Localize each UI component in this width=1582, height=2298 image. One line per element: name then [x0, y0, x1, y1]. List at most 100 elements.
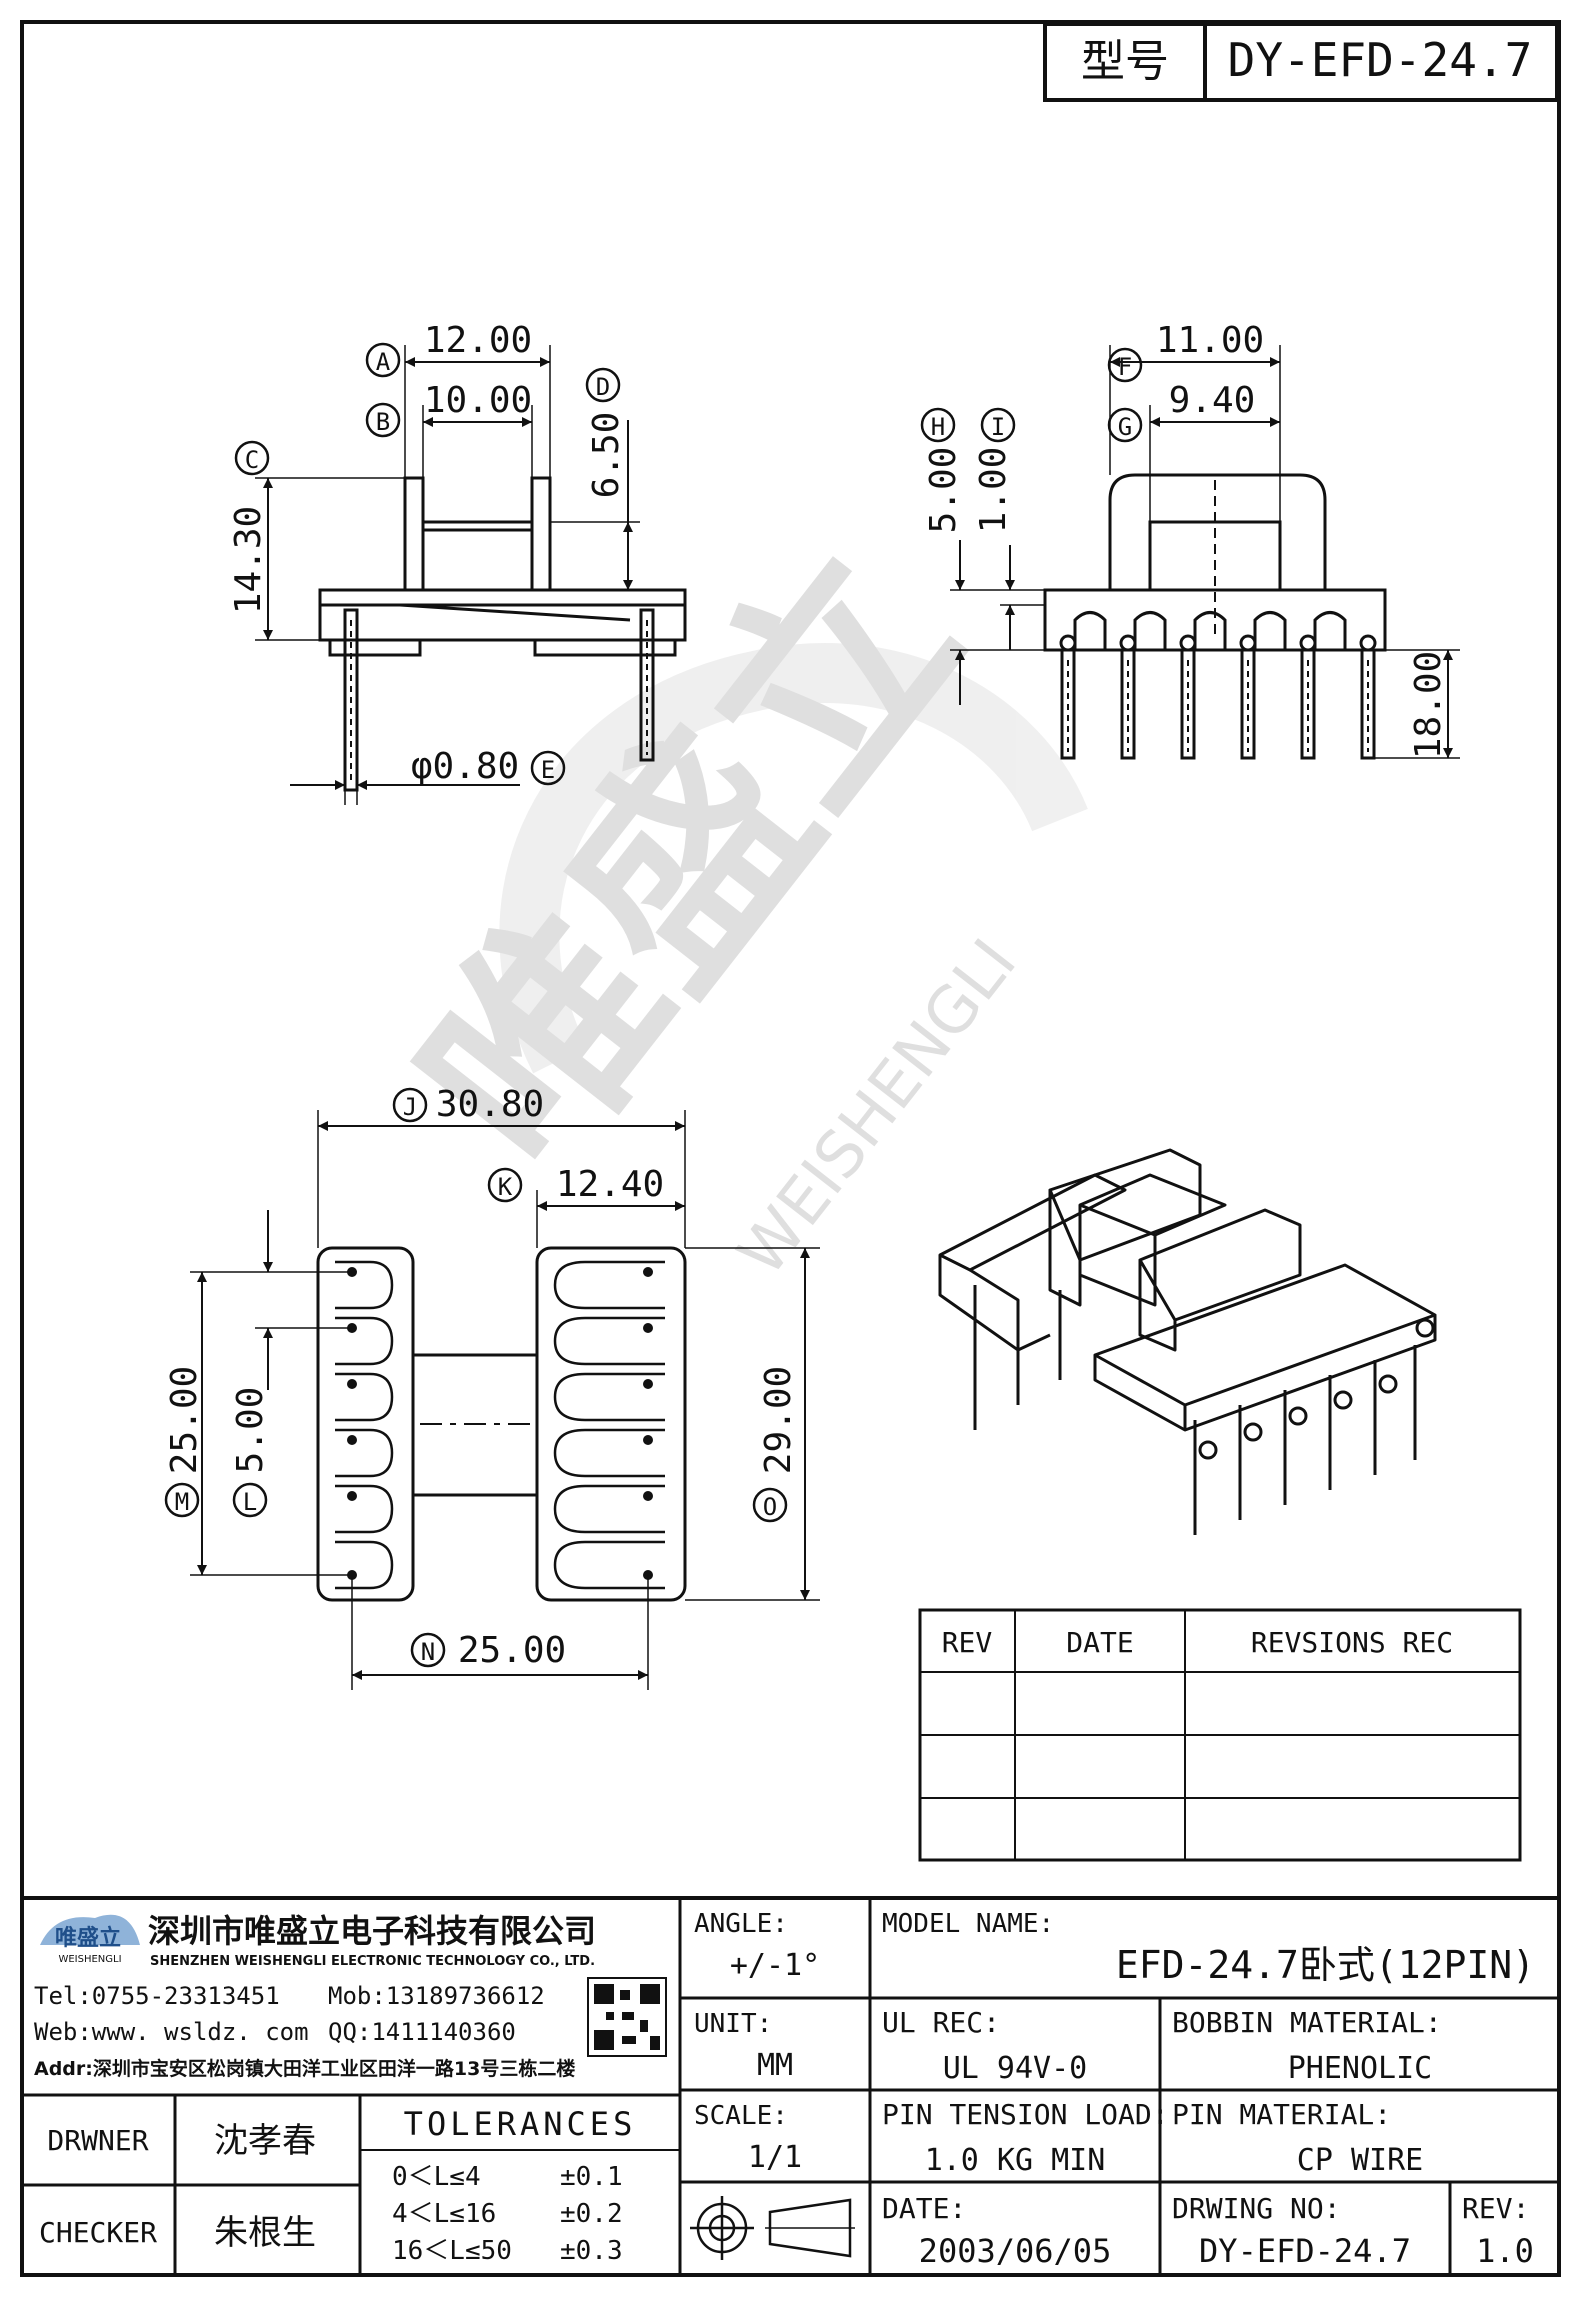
- angle-label: ANGLE:: [694, 1909, 788, 1939]
- tolerance-range-1: 0＜L≤4: [392, 2162, 481, 2192]
- dim-B-value: 10.00: [424, 380, 532, 421]
- pin-material-value: CP WIRE: [1297, 2143, 1423, 2178]
- dim-callout-M: M: [164, 1482, 200, 1518]
- dim-callout-I: I: [980, 407, 1016, 443]
- dim-callout-K: K: [487, 1167, 523, 1203]
- rev-header-rev: REV: [942, 1626, 993, 1659]
- dim-L-value: 5.00: [230, 1387, 271, 1474]
- dim-H-value: 5.00: [923, 447, 964, 534]
- pin-tension-label: PIN TENSION LOAD:: [882, 2098, 1169, 2131]
- side-view-pins: [1059, 634, 1377, 760]
- model-name-label: MODEL NAME:: [882, 1909, 1054, 1939]
- ul-rec-label: UL REC:: [882, 2006, 1000, 2039]
- header-model-box: 型号 DY-EFD-24.7: [1043, 22, 1559, 102]
- dim-callout-A: A: [365, 342, 401, 378]
- front-view-labels: A 12.00 B 10.00 C 14.30 D 6.50 φ0.80 E: [228, 320, 627, 787]
- company-address: Addr:深圳市宝安区松岗镇大田洋工业区田洋一路13号三栋二楼: [34, 2057, 575, 2080]
- svg-text:C: C: [245, 446, 259, 474]
- svg-text:K: K: [498, 1173, 513, 1201]
- isometric-view: [938, 1148, 1437, 1535]
- tolerance-value-1: ±0.1: [560, 2162, 623, 2192]
- tolerance-value-3: ±0.3: [560, 2236, 623, 2266]
- company-block: 唯盛立 WEISHENGLI 深圳市唯盛立电子科技有限公司 SHENZHEN W…: [34, 1912, 667, 2080]
- side-view: [950, 345, 1460, 760]
- sheet-border: [20, 20, 1561, 2277]
- bottom-view-labels: J 30.80 K 12.40 M 25.00 L 5.00 O 29.00 N…: [164, 1084, 799, 1671]
- drawer-label: DRWNER: [47, 2124, 148, 2157]
- drawer-name: 沈孝春: [214, 2121, 316, 2161]
- date-value: 2003/06/05: [919, 2232, 1112, 2270]
- rev-value: 1.0: [1476, 2232, 1534, 2270]
- dim-callout-D: D: [585, 367, 621, 403]
- dim-callout-N: N: [410, 1632, 446, 1668]
- svg-text:D: D: [596, 373, 610, 401]
- dim-callout-E: E: [530, 750, 566, 786]
- signature-block: DRWNER 沈孝春 CHECKER 朱根生: [39, 2121, 316, 2253]
- tolerance-block: TOLERANCES 0＜L≤4 ±0.1 4＜L≤16 ±0.2 16＜L≤5…: [392, 2105, 632, 2266]
- dim-callout-B: B: [365, 402, 401, 438]
- company-name-cn: 深圳市唯盛立电子科技有限公司: [148, 1912, 596, 1950]
- svg-text:O: O: [763, 1493, 777, 1521]
- drawing-no-label: DRWING NO:: [1172, 2192, 1341, 2225]
- dim-callout-O: O: [752, 1487, 788, 1523]
- scale-label: SCALE:: [694, 2101, 788, 2131]
- watermark-en: WEISHENGLI: [724, 926, 1031, 1290]
- rev-header-date: DATE: [1066, 1626, 1133, 1659]
- pin-material-label: PIN MATERIAL:: [1172, 2098, 1391, 2131]
- dim-callout-G: G: [1107, 407, 1143, 443]
- angle-value: +/-1°: [730, 1948, 820, 1983]
- side-view-labels: F 11.00 G 9.40 H 5.00 I 1.00 18.00: [920, 320, 1449, 759]
- left-spec-column: ANGLE: +/-1° UNIT: MM SCALE: 1/1: [694, 1909, 820, 2175]
- drawing-no-value: DY-EFD-24.7: [1199, 2232, 1411, 2270]
- checker-name: 朱根生: [214, 2213, 316, 2253]
- dim-E-value: φ0.80: [411, 746, 519, 787]
- revision-table: REV DATE REVSIONS REC: [918, 1608, 1522, 1862]
- company-tel: Tel:0755-23313451: [34, 1982, 280, 2010]
- dim-callout-C: C: [234, 440, 270, 476]
- projection-symbol-icon: [690, 2196, 855, 2260]
- company-logo: 唯盛立 WEISHENGLI: [40, 1914, 140, 1965]
- dim-pin-length-value: 18.00: [1408, 651, 1449, 759]
- company-web: Web:www. wsldz. com: [34, 2018, 309, 2046]
- dim-callout-L: L: [232, 1482, 268, 1518]
- tolerance-value-2: ±0.2: [560, 2199, 623, 2229]
- dim-K-value: 12.40: [556, 1164, 664, 1205]
- dim-J-value: 30.80: [436, 1084, 544, 1125]
- pin-tension-value: 1.0 KG MIN: [925, 2143, 1106, 2178]
- company-mob: Mob:13189736612: [328, 1982, 545, 2010]
- svg-text:I: I: [991, 413, 1005, 441]
- dim-A-value: 12.00: [424, 320, 532, 361]
- front-view: [255, 345, 687, 805]
- qr-code-icon: [587, 1977, 667, 2057]
- watermark: 唯盛立 WEISHENGLI: [373, 506, 1088, 1290]
- dim-I-value: 1.00: [973, 447, 1014, 534]
- model-name-value: EFD-24.7卧式(12PIN): [1116, 1943, 1535, 1987]
- svg-text:WEISHENGLI: WEISHENGLI: [58, 1954, 121, 1965]
- dim-callout-H: H: [920, 407, 956, 443]
- right-spec-block: MODEL NAME: EFD-24.7卧式(12PIN) UL REC: UL…: [882, 1909, 1535, 2270]
- bobbin-material-value: PHENOLIC: [1288, 2051, 1433, 2086]
- checker-label: CHECKER: [39, 2216, 157, 2249]
- dim-F-value: 11.00: [1156, 320, 1264, 361]
- dim-C-value: 14.30: [228, 506, 269, 614]
- dim-callout-F: F: [1107, 347, 1143, 383]
- scale-value: 1/1: [748, 2140, 802, 2175]
- svg-text:B: B: [376, 408, 390, 436]
- header-model-value: DY-EFD-24.7: [1228, 33, 1533, 87]
- svg-text:M: M: [175, 1488, 189, 1516]
- dim-callout-J: J: [392, 1087, 428, 1123]
- tolerance-range-2: 4＜L≤16: [392, 2199, 496, 2229]
- svg-text:A: A: [376, 348, 391, 376]
- rev-header-rec: REVSIONS REC: [1251, 1626, 1453, 1659]
- svg-text:G: G: [1118, 413, 1132, 441]
- dim-M-value: 25.00: [164, 1366, 205, 1474]
- title-block: [22, 1896, 1559, 2275]
- dim-O-value: 29.00: [758, 1366, 799, 1474]
- unit-value: MM: [757, 2048, 793, 2083]
- svg-text:E: E: [541, 756, 555, 784]
- ul-rec-value: UL 94V-0: [943, 2051, 1088, 2086]
- svg-text:L: L: [243, 1488, 257, 1516]
- svg-text:H: H: [931, 413, 945, 441]
- dim-N-value: 25.00: [458, 1630, 566, 1671]
